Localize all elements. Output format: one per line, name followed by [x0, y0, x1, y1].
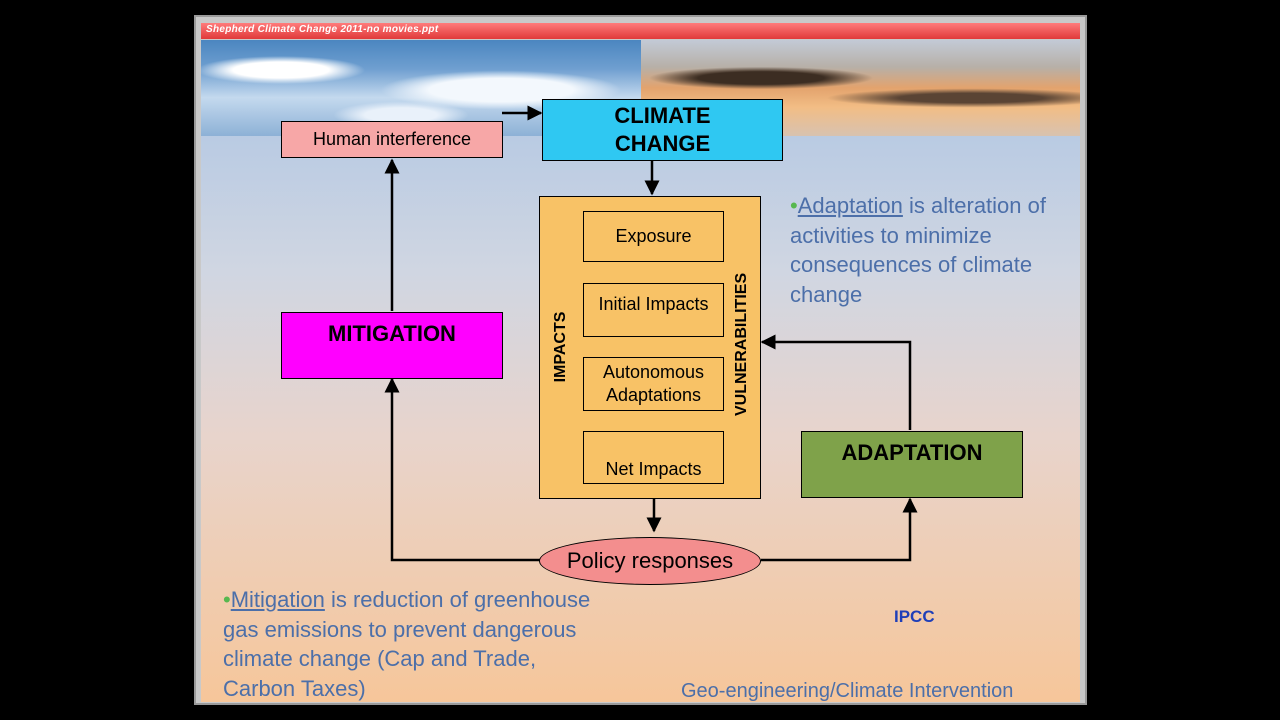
exposure-label: Exposure — [615, 226, 692, 246]
adaptation-definition-text: is alteration of activities to minimize … — [790, 193, 1046, 307]
net-impacts-box: Net Impacts — [583, 431, 724, 484]
bullet-icon: • — [223, 587, 231, 612]
adaptation-term: Adaptation — [797, 193, 903, 218]
initial-impacts-box: Initial Impacts — [583, 283, 724, 337]
impacts-vertical-label: IMPACTS — [552, 311, 569, 383]
climate-change-label-2: CHANGE — [614, 131, 711, 156]
climate-change-box: CLIMATE CHANGE — [542, 99, 783, 161]
mitigation-definition: •Mitigation is reduction of greenhouse g… — [223, 585, 595, 702]
exposure-box: Exposure — [583, 211, 724, 262]
human-interference-label: Human interference — [312, 129, 472, 149]
banner-image — [201, 40, 1080, 136]
window-title: Shepherd Climate Change 2011-no movies.p… — [206, 24, 439, 35]
mitigation-definition-text: is reduction of greenhouse gas emissions… — [223, 587, 591, 701]
mitigation-label: MITIGATION — [328, 321, 456, 346]
slide: Human interference CLIMATE CHANGE IMPACT… — [201, 40, 1080, 702]
policy-responses-ellipse: Policy responses — [539, 537, 761, 585]
vulnerabilities-vertical-label: VULNERABILITIES — [733, 272, 750, 416]
adaptation-definition: •Adaptation is alteration of activities … — [790, 191, 1080, 309]
net-impacts-label: Net Impacts — [605, 459, 702, 479]
mitigation-term: Mitigation — [230, 587, 325, 612]
human-interference-box: Human interference — [281, 121, 503, 158]
autonomous-adaptations-box: Autonomous Adaptations — [583, 357, 724, 411]
bullet-icon: • — [790, 193, 798, 218]
arrow-adaptation-to-vulnerabilities — [760, 334, 912, 430]
footer-text: Geo-engineering/Climate Intervention — [681, 680, 1014, 702]
policy-responses-label: Policy responses — [566, 548, 734, 573]
arrow-policy-to-mitigation — [384, 377, 540, 562]
mitigation-box: MITIGATION — [281, 312, 503, 379]
title-bar[interactable]: Shepherd Climate Change 2011-no movies.p… — [201, 23, 1080, 39]
autonomous-label-1: Autonomous — [602, 362, 705, 382]
initial-impacts-label: Initial Impacts — [598, 294, 709, 314]
source-label: IPCC — [894, 607, 935, 626]
presentation-window: Shepherd Climate Change 2011-no movies.p… — [194, 15, 1087, 705]
adaptation-label: ADAPTATION — [841, 440, 983, 465]
climate-change-label-1: CLIMATE — [614, 103, 711, 128]
arrow-policy-to-adaptation — [761, 497, 918, 562]
autonomous-label-2: Adaptations — [605, 385, 702, 405]
adaptation-box: ADAPTATION — [801, 431, 1023, 498]
